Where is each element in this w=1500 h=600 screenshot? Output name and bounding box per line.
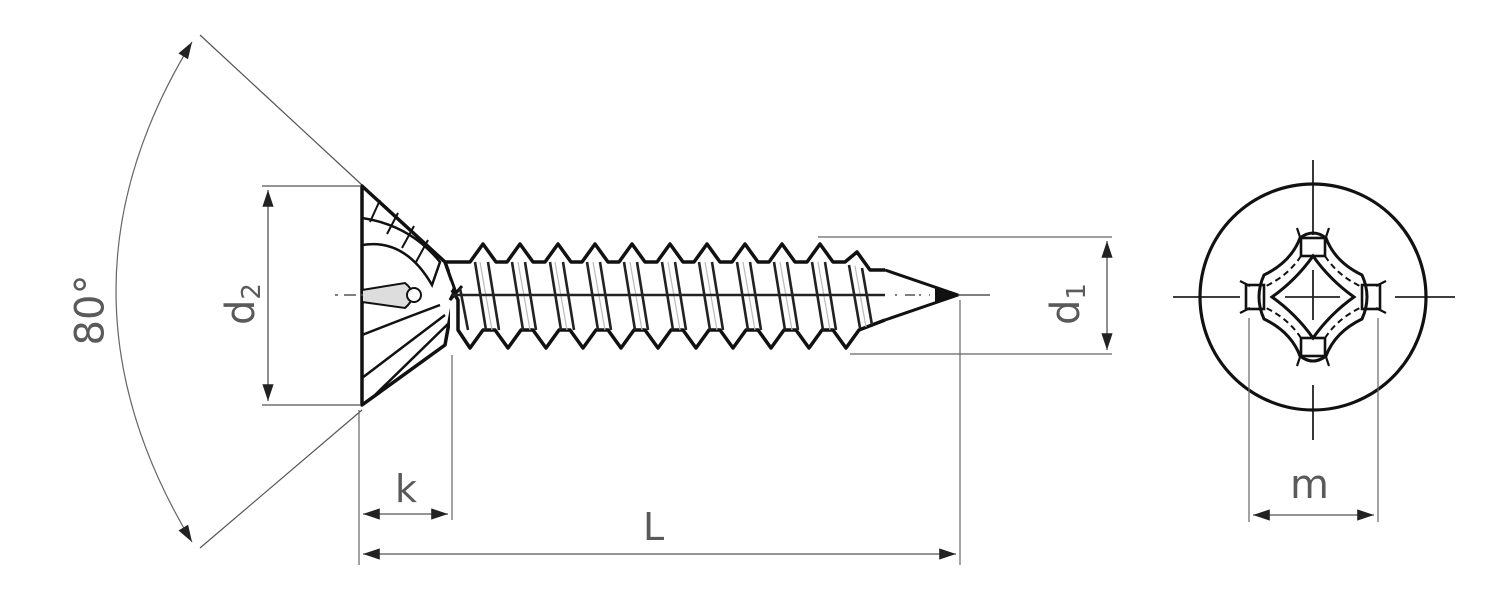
d2-label-base: d bbox=[217, 299, 264, 325]
screw-tip-point bbox=[935, 287, 958, 303]
L-label: L bbox=[643, 505, 665, 549]
angle-label-text: 80° bbox=[67, 274, 114, 346]
m-label: m bbox=[1290, 462, 1329, 508]
d2-label: d2 bbox=[217, 283, 267, 325]
thread-profile-top bbox=[445, 242, 885, 272]
head-recess-lower bbox=[361, 303, 453, 396]
shank-neck bbox=[443, 261, 464, 301]
angle-label: 80° bbox=[67, 274, 114, 346]
d1-label-subscript: 1 bbox=[1061, 283, 1092, 300]
head-hatching-upper bbox=[369, 199, 429, 263]
d1-label: d1 bbox=[1042, 283, 1092, 325]
head-outline-circle bbox=[1198, 182, 1428, 412]
thread-profile-bottom bbox=[450, 289, 886, 350]
d2-label-subscript: 2 bbox=[236, 283, 267, 300]
cross-recess-flares bbox=[1239, 227, 1387, 367]
d1-label-base: d bbox=[1042, 299, 1089, 325]
angle-arc bbox=[115, 41, 193, 543]
cross-recess-dashes bbox=[1263, 255, 1363, 339]
recess-tip bbox=[406, 287, 422, 303]
head-top-view bbox=[1173, 160, 1455, 522]
side-view bbox=[115, 34, 1113, 565]
angle-extension-top bbox=[199, 34, 363, 186]
k-label: k bbox=[395, 467, 418, 511]
angle-extension-bottom bbox=[199, 409, 363, 549]
threaded-shank bbox=[443, 242, 886, 350]
